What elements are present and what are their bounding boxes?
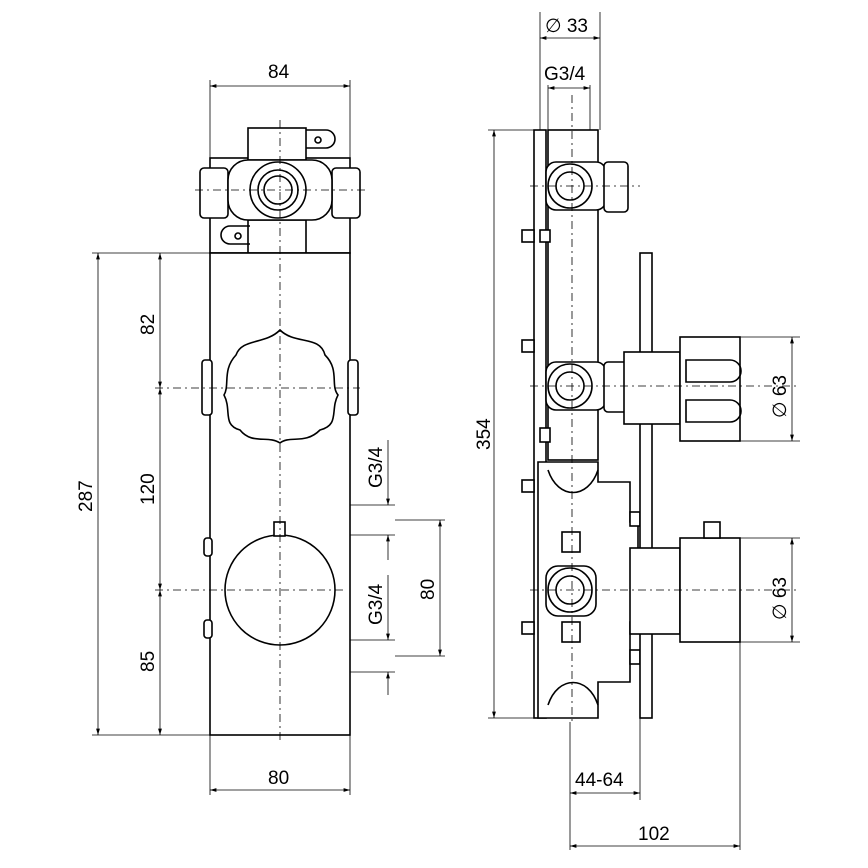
dim-outlet-spacing: 80 [418,579,439,600]
thread-upper-label: G3/4 [366,446,387,488]
depth-total-label: 102 [638,824,670,845]
handle-diameter-lower: ∅ 63 [770,577,791,620]
dim-height-total: 287 [76,480,97,512]
dim-height-total-side: 354 [474,418,495,450]
diverter-handle [679,336,741,442]
dim-120: 120 [138,473,159,505]
front-dimensions: 84 80 287 82 120 85 G3/4 G3/4 80 [76,62,445,795]
dim-width-bottom: 80 [268,768,289,789]
dim-width-top: 84 [268,62,290,83]
dim-82: 82 [138,314,159,335]
finishing-plate [639,252,653,719]
front-view [155,120,365,740]
pipe-diameter-label: ∅ 33 [545,16,588,37]
diverter-knob [223,328,339,444]
side-dimensions: ∅ 33 G3/4 354 ∅ 63 ∅ 63 44-64 102 [474,12,800,850]
wall-depth-label: 44-64 [575,770,624,791]
side-view [521,95,800,722]
dim-85: 85 [138,651,159,672]
thread-lower-label: G3/4 [366,583,387,625]
thread-top-label: G3/4 [544,64,586,85]
handle-diameter-upper: ∅ 63 [770,375,791,418]
